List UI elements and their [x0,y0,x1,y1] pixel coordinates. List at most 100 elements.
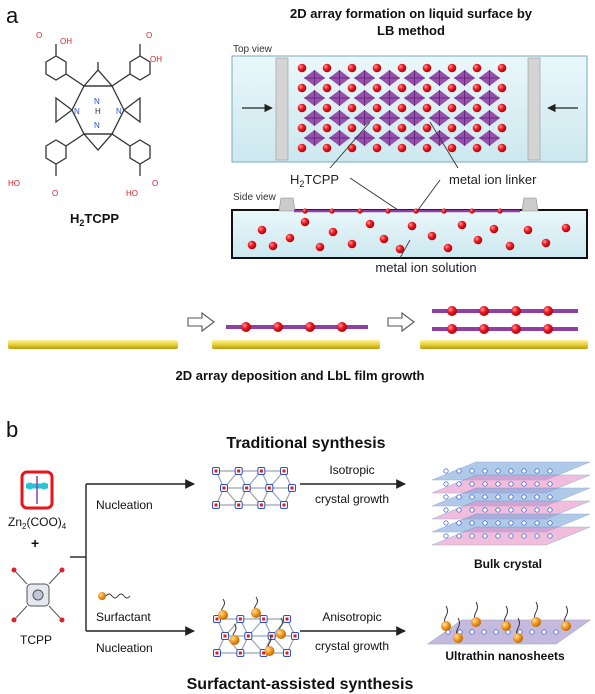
surface-node [385,208,391,214]
metal-node [497,63,507,73]
zn-formula: Zn2(COO)4 [8,515,67,531]
surfactant-head [229,635,240,645]
crystal-node [443,533,449,539]
top-view-label: Top view [233,44,273,55]
metal-node [372,83,382,93]
metal-node [447,103,457,113]
nanosheet-node [541,629,547,635]
nanosheet-node [529,629,535,635]
tcpp-label: TCPP [20,633,52,647]
metal-node [447,143,457,153]
metal-node [447,63,457,73]
metal-ion-dots [247,208,571,254]
layer-metal-node [511,324,521,334]
crystal-node [456,533,462,539]
metal-node [322,103,332,113]
layer-metal-node [479,324,489,334]
atom-ho-label: HO [8,179,20,188]
barrier-left [275,57,289,161]
surfactant-head [264,646,275,656]
zn-paddlewheel-icon [20,470,54,510]
metal-ion [347,239,357,249]
crystal-node [508,533,514,539]
surfactant-head [453,633,463,643]
surfactant-head [471,617,481,627]
layer-metal-node [337,322,347,332]
deposited-layer-1 [226,322,368,332]
lb-title-line1: 2D array formation on liquid surface by [290,6,533,21]
metal-node [422,63,432,73]
isotropic-label-1: Isotropic [329,463,374,477]
step-arrow-2 [387,311,415,333]
metal-node [497,103,507,113]
crystal-node [508,481,514,487]
metal-ion [457,220,467,230]
metal-ion [443,243,453,253]
crystal-node [547,520,553,526]
metal-node [297,63,307,73]
crystal-node [534,481,540,487]
metal-ion [395,244,405,254]
zn-core [238,617,242,621]
crystal-node [443,507,449,513]
metal-ion [257,225,267,235]
crystal-node [482,520,488,526]
crystal-node [482,533,488,539]
bulk-crystal-stack [431,461,591,546]
crystal-node [495,481,501,487]
crystal-node [534,468,540,474]
crystal-node [495,533,501,539]
metal-ion [315,242,325,252]
crystal-node [456,494,462,500]
metal-ion [523,225,533,235]
metal-node [322,83,332,93]
metal-ion [541,238,551,248]
zn-core [214,469,218,473]
layer-metal-node [447,324,457,334]
crystal-node [456,507,462,513]
traditional-synthesis-title: Traditional synthesis [226,435,385,452]
zn-core [290,486,294,490]
layer-metal-node [273,322,283,332]
crystal-node [508,520,514,526]
callout-metal-ion-linker: metal ion linker [449,172,537,187]
surface-node [329,208,335,214]
metal-node [347,103,357,113]
metal-node [297,83,307,93]
side-view-trough [231,209,588,259]
crystal-node [469,520,475,526]
metal-node [322,123,332,133]
crystal-node [443,468,449,474]
side-barrier-left [278,197,296,212]
crystal-node [521,520,527,526]
metal-ion [427,231,437,241]
zn-core [222,486,226,490]
zn-core [285,651,289,655]
zn-core [285,617,289,621]
ultrathin-nanosheet [426,601,592,645]
crystal-node [482,468,488,474]
crystal-node [469,507,475,513]
zn-core [262,651,266,655]
layer-metal-node [479,306,489,316]
zn-core [237,469,241,473]
solution-callout-line [399,239,411,259]
metal-node [422,123,432,133]
atom-o-label: O [36,31,42,40]
surfactant-head [561,621,571,631]
metal-ion [365,219,375,229]
metal-node [322,143,332,153]
metal-ion [328,227,338,237]
metal-node [297,143,307,153]
metal-node [397,123,407,133]
surfactant-head [276,629,286,639]
crystal-node [521,494,527,500]
layer-metal-node [447,306,457,316]
surfactant-head [218,610,228,620]
nanosheets-label: Ultrathin nanosheets [445,649,565,663]
surfactant-head [501,621,511,631]
panel-a-label: a [6,3,19,28]
atom-n-label: N [94,121,100,130]
crystal-node [508,468,514,474]
